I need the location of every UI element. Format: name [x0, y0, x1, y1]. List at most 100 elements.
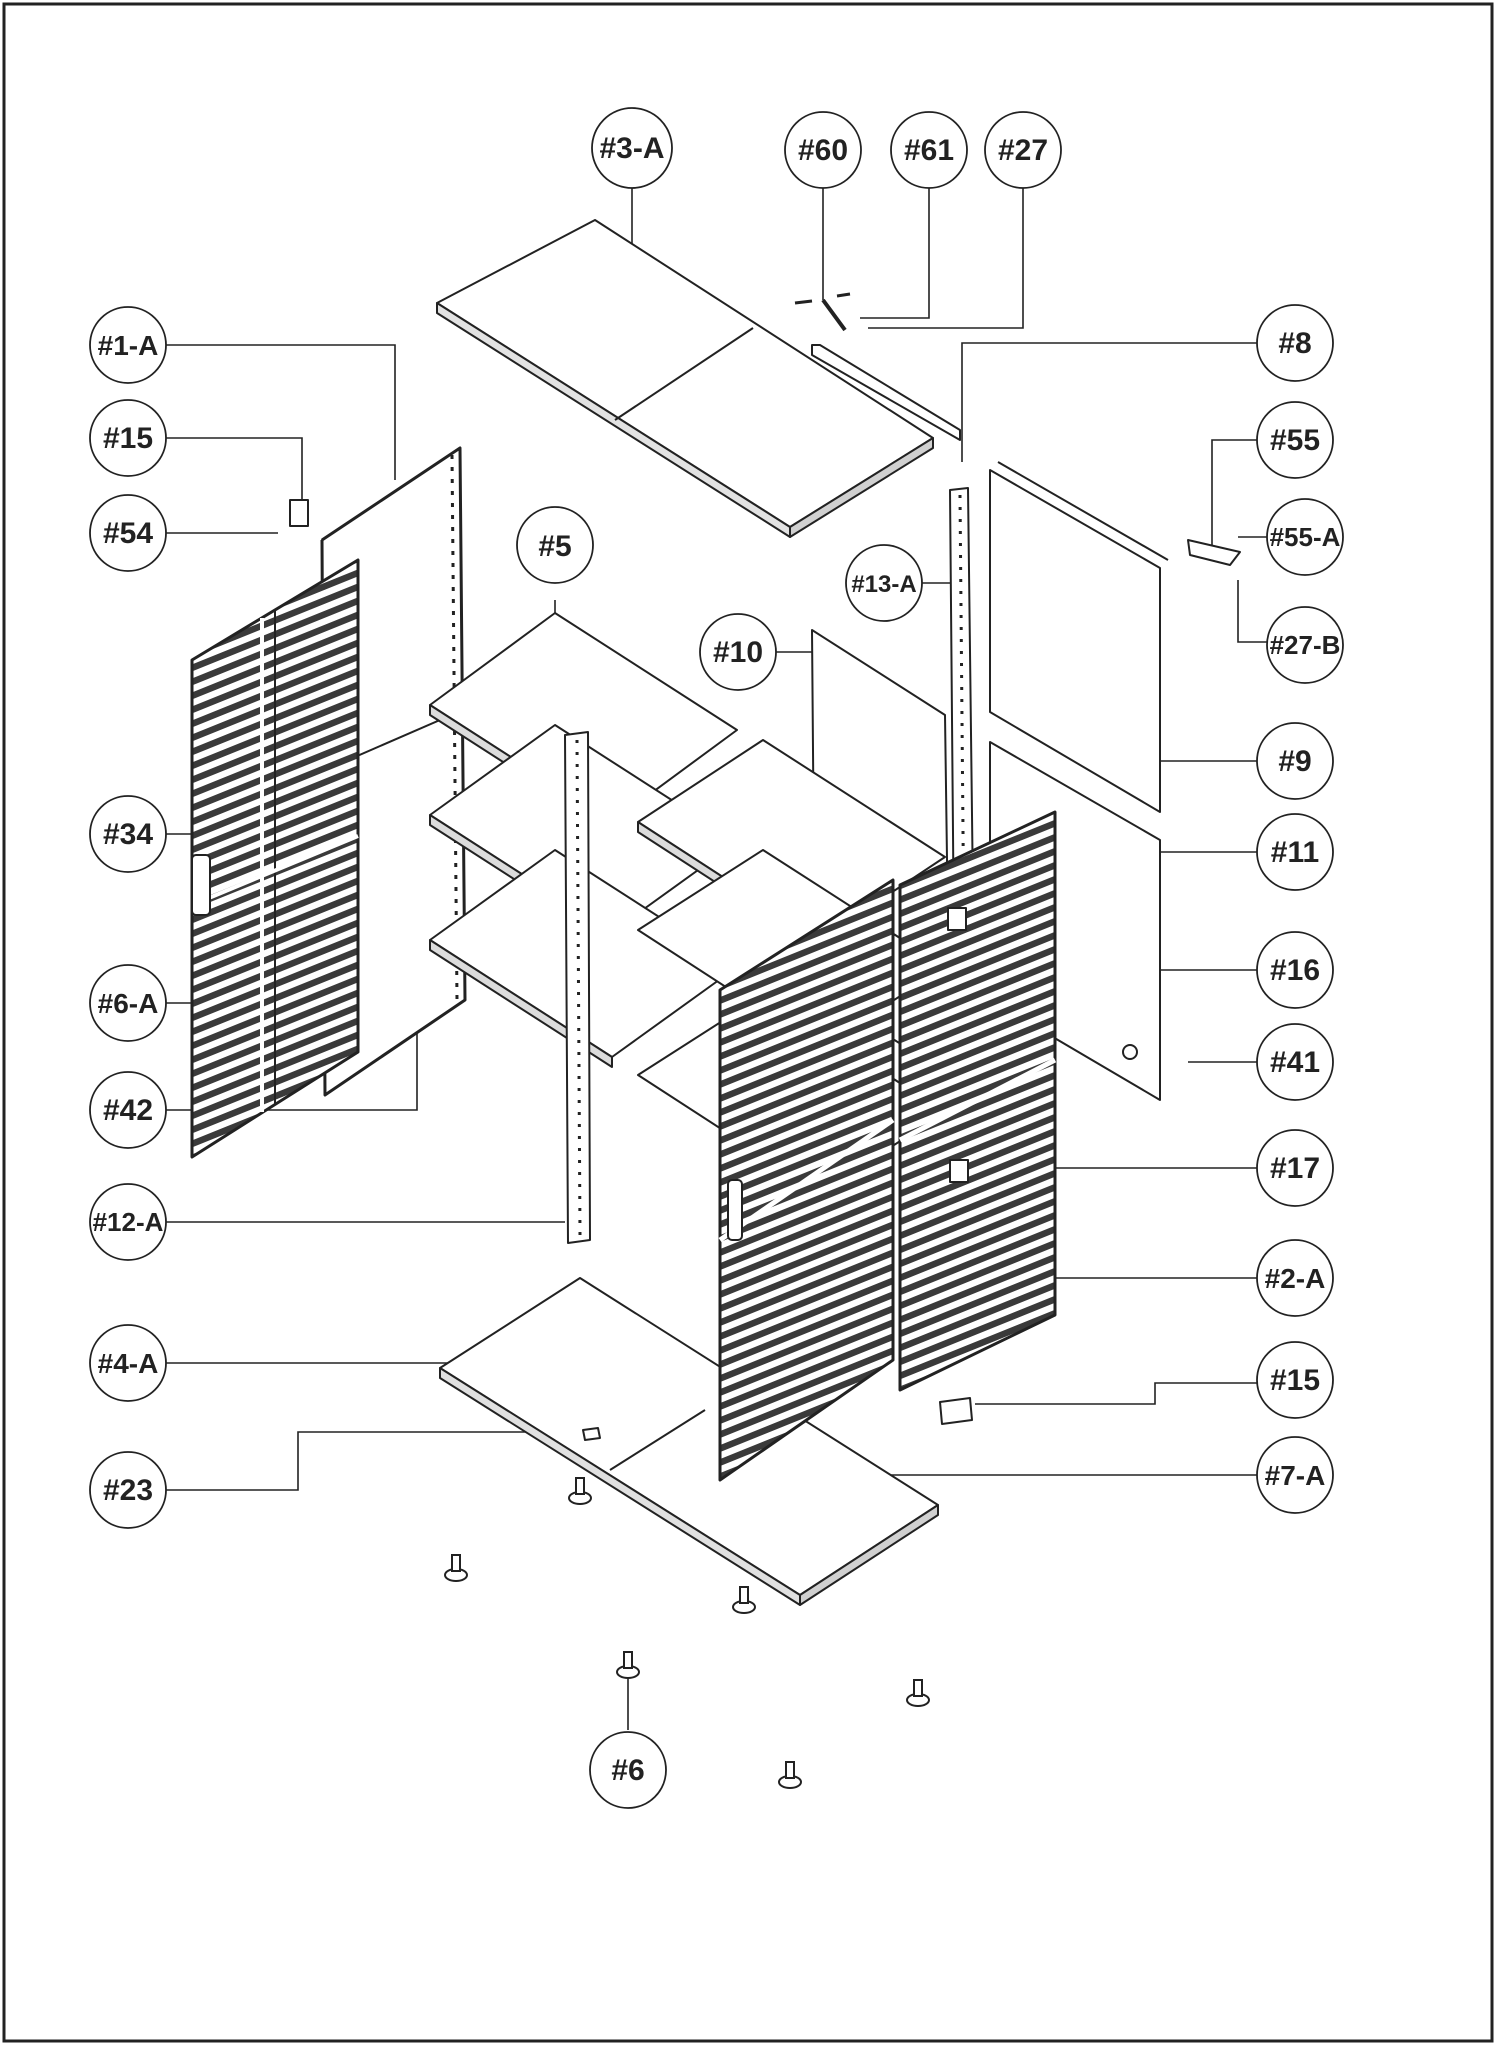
callout-34: #34 — [89, 795, 167, 873]
label-55: #55 — [1270, 424, 1320, 457]
label-34: #34 — [103, 818, 153, 851]
foot-4 — [616, 1651, 640, 1679]
label-61: #61 — [904, 134, 954, 167]
label-7a: #7-A — [1265, 1460, 1326, 1491]
label-1a: #1-A — [98, 330, 159, 361]
label-8: #8 — [1278, 327, 1311, 360]
bracket-60 — [821, 298, 847, 332]
label-15-bottom: #15 — [1270, 1364, 1320, 1397]
label-16: #16 — [1270, 954, 1320, 987]
left-door-handle — [191, 854, 211, 916]
callout-1a: #1-A — [89, 306, 167, 384]
front-door-handle — [727, 1179, 743, 1241]
callout-23: #23 — [89, 1451, 167, 1529]
hinge-17 — [949, 1159, 969, 1183]
hinge-bracket-top — [289, 499, 309, 527]
callout-3a: #3-A — [591, 107, 673, 189]
bolt-60b — [836, 292, 851, 298]
label-6: #6 — [611, 1754, 644, 1787]
top-panel-side — [789, 437, 934, 538]
label-2a: #2-A — [1265, 1263, 1326, 1294]
label-55a: #55-A — [1270, 522, 1341, 552]
callout-15-bottom: #15 — [1256, 1341, 1334, 1419]
callout-27b: #27-B — [1266, 606, 1344, 684]
label-54: #54 — [103, 517, 153, 550]
foot-6 — [778, 1761, 802, 1789]
callout-55a: #55-A — [1266, 498, 1344, 576]
leader-1a — [165, 344, 396, 480]
label-4a: #4-A — [98, 1348, 159, 1379]
leader-55 — [1211, 439, 1258, 545]
top-panel-seam — [614, 327, 754, 421]
label-42: #42 — [103, 1094, 153, 1127]
callout-41: #41 — [1256, 1023, 1334, 1101]
leader-15-bottom — [975, 1382, 1257, 1405]
bottom-panel-seam — [609, 1409, 706, 1471]
leader-27 — [868, 188, 1024, 329]
callout-27: #27 — [984, 111, 1062, 189]
left-door-cross — [191, 834, 359, 907]
bolt-60a — [794, 299, 813, 305]
center-post — [564, 731, 591, 1244]
callout-bubbles: #3-A #60 #61 #27 #1-A #8 #15 #55 #54 #55… — [89, 107, 1344, 1809]
callout-6: #6 — [589, 1731, 667, 1809]
label-11: #11 — [1271, 836, 1319, 869]
callout-4a: #4-A — [89, 1324, 167, 1402]
callout-6a: #6-A — [89, 964, 167, 1042]
hinge-bracket-bottom — [939, 1397, 973, 1425]
leader-8 — [961, 342, 1257, 462]
right-door-outline — [898, 810, 1057, 1392]
right-panel-upper — [989, 469, 1161, 813]
callout-61: #61 — [890, 111, 968, 189]
leader-23 — [165, 1431, 590, 1491]
back-rail — [811, 344, 961, 441]
callout-9: #9 — [1256, 722, 1334, 800]
hinge-16 — [947, 907, 967, 931]
label-13a: #13-A — [851, 571, 916, 598]
leader-15-top — [165, 437, 303, 500]
callout-2a: #2-A — [1256, 1239, 1334, 1317]
callout-17: #17 — [1256, 1129, 1334, 1207]
label-23: #23 — [103, 1474, 153, 1507]
foot-1 — [568, 1477, 592, 1505]
leader-61 — [860, 188, 930, 319]
label-10: #10 — [713, 636, 763, 669]
leader-27b — [1237, 580, 1268, 643]
callout-5: #5 — [516, 506, 594, 584]
left-door-outline — [190, 558, 360, 1159]
callout-60: #60 — [784, 111, 862, 189]
label-12a: #12-A — [93, 1207, 164, 1237]
foot-2 — [444, 1554, 468, 1582]
callout-15-top: #15 — [89, 399, 167, 477]
bracket-55 — [1187, 539, 1241, 566]
label-41: #41 — [1270, 1046, 1320, 1079]
foot-3 — [732, 1586, 756, 1614]
label-17: #17 — [1270, 1152, 1320, 1185]
label-5: #5 — [538, 530, 571, 563]
callout-42: #42 — [89, 1071, 167, 1149]
front-door-outline — [718, 878, 895, 1482]
label-3a: #3-A — [599, 132, 664, 165]
callout-11: #11 — [1256, 813, 1334, 891]
callout-13a: #13-A — [845, 544, 923, 622]
callout-10: #10 — [699, 613, 777, 691]
lock-knob — [1122, 1044, 1138, 1060]
foot-5 — [906, 1679, 930, 1707]
label-6a: #6-A — [98, 988, 159, 1019]
callout-55: #55 — [1256, 401, 1334, 479]
label-27: #27 — [998, 134, 1048, 167]
cabinet-parts — [190, 219, 1241, 1606]
clip-23 — [582, 1427, 601, 1441]
callout-12a: #12-A — [89, 1183, 167, 1261]
leveling-feet — [444, 1477, 930, 1789]
callout-7a: #7-A — [1256, 1436, 1334, 1514]
callout-54: #54 — [89, 494, 167, 572]
label-60: #60 — [798, 134, 848, 167]
label-9: #9 — [1278, 745, 1311, 778]
label-27b: #27-B — [1270, 630, 1341, 660]
callout-16: #16 — [1256, 931, 1334, 1009]
callout-8: #8 — [1256, 304, 1334, 382]
